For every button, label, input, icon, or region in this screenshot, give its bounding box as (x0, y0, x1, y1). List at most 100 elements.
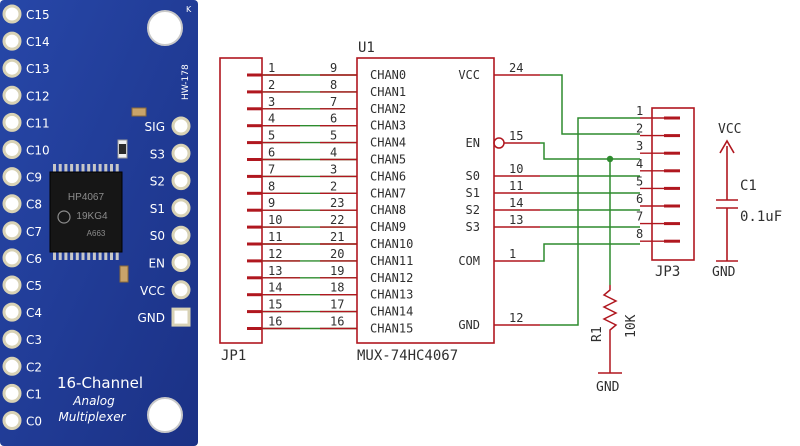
board-pin-label: C0 (26, 415, 42, 429)
jp3-pin-number: 2 (636, 122, 643, 136)
u1-pin-number: 23 (330, 196, 344, 210)
board-pin: S0 (150, 225, 191, 245)
u1-value: MUX-74HC4067 (357, 348, 458, 364)
board-pin-label: C13 (26, 62, 50, 76)
jp1-ref: JP1 (221, 348, 246, 364)
jp3-pin-number: 4 (636, 157, 643, 171)
pin-pad (2, 356, 22, 376)
u1-pin-number: 12 (509, 311, 523, 325)
jp1-pin-number: 1 (268, 61, 275, 75)
board-model-silk: HW-178 (181, 64, 191, 100)
board-pin-label: S3 (150, 147, 165, 161)
board-pin: S2 (150, 171, 191, 191)
board-title-line3: Multiplexer (58, 410, 126, 424)
jp3-pin-number: 3 (636, 139, 643, 153)
u1-ref: U1 (358, 40, 375, 56)
u1-pin-name: CHAN9 (370, 220, 406, 234)
jp3-pin-number: 6 (636, 192, 643, 206)
board-pin: C8 (2, 194, 42, 214)
chip-leg (98, 164, 102, 173)
pin-pad (2, 302, 22, 322)
u1-pin-name: CHAN8 (370, 203, 406, 217)
board-pin: C1 (2, 383, 42, 403)
jp3-header-body (651, 107, 695, 261)
u1-pin-number: 24 (509, 61, 523, 75)
u1-pin-name: EN (466, 136, 480, 150)
board-pin: S1 (150, 198, 191, 218)
jp1-pin-number: 5 (268, 129, 275, 143)
pin-pad (2, 31, 22, 51)
u1-pin-number: 16 (330, 315, 344, 329)
u1-pin-number: 19 (330, 264, 344, 278)
chip-leg (70, 251, 74, 260)
board-pin: SIG (145, 116, 191, 136)
r1-ref: R1 (590, 326, 605, 342)
chip-marking-bot: A663 (87, 229, 106, 238)
board-pin: S3 (150, 143, 191, 163)
u1-pin-name: CHAN14 (370, 305, 413, 319)
wire-en (540, 142, 640, 160)
chip-leg (70, 164, 74, 173)
u1-pin-number: 10 (509, 162, 523, 176)
board-pin-label: S1 (150, 202, 165, 216)
u1-pin-number: 9 (330, 61, 337, 75)
u1-pin-number: 3 (330, 162, 337, 176)
board-pin-label: C8 (26, 198, 42, 212)
jp3-pin-number: 1 (636, 104, 643, 118)
board-pin: C15 (2, 4, 50, 24)
c1-value: 0.1uF (740, 209, 782, 225)
u1-pin-number: 8 (330, 78, 337, 92)
board-pin: C0 (2, 411, 42, 430)
chip-marking-top: HP4067 (68, 192, 105, 203)
jp1-pin-number: 13 (268, 264, 282, 278)
board-pin: C3 (2, 329, 42, 349)
chip-leg (98, 251, 102, 260)
jp1-pin-number: 12 (268, 247, 282, 261)
u1-pin-name: CHAN11 (370, 254, 413, 268)
u1-pin-name: CHAN0 (370, 68, 406, 82)
board-pin: C5 (2, 275, 42, 295)
chip-leg (75, 251, 79, 260)
u1-pin-name: CHAN5 (370, 153, 406, 167)
board-pin-label: EN (148, 257, 165, 271)
jp1-pin-number: 14 (268, 281, 282, 295)
chip-leg (64, 164, 68, 173)
u1-pin-number: 7 (330, 95, 337, 109)
pin-pad (2, 383, 22, 403)
board-pin-label: C5 (26, 279, 42, 293)
board-pin-label: VCC (140, 284, 165, 298)
chip-marking-mid: 19KG4 (76, 211, 108, 222)
pin-pad (2, 167, 22, 187)
jp1-pin-number: 6 (268, 146, 275, 160)
board-pin: C4 (2, 302, 42, 322)
pin-pad (171, 225, 191, 245)
u1-pin-name: CHAN2 (370, 102, 406, 116)
chip-leg (104, 164, 108, 173)
board-pin-label: C6 (26, 252, 42, 266)
chip-leg (75, 164, 79, 173)
pin-pad (2, 140, 22, 159)
u1-pin-number: 4 (330, 146, 337, 160)
u1-pin-number: 22 (330, 213, 344, 227)
pin-pad (171, 280, 191, 300)
pin-pad (171, 198, 191, 218)
c1-vcc-label: VCC (718, 122, 741, 137)
pin-pad (2, 411, 22, 430)
board-pin-label: C14 (26, 35, 50, 49)
board-pin: C14 (2, 31, 50, 51)
pin-pad (2, 194, 22, 214)
board-pin: C11 (2, 112, 50, 132)
jp1-pin-number: 11 (268, 230, 282, 244)
u1-pin-number: 14 (509, 196, 523, 210)
control-wires (540, 74, 640, 326)
u1-pin-name: S3 (466, 220, 480, 234)
chip-leg (110, 164, 113, 173)
pin-pad (2, 221, 22, 241)
u1-right-pin: S3 13 (466, 213, 540, 234)
jp1-pin-number: 2 (268, 78, 275, 92)
u1-pin-number: 13 (509, 213, 523, 227)
